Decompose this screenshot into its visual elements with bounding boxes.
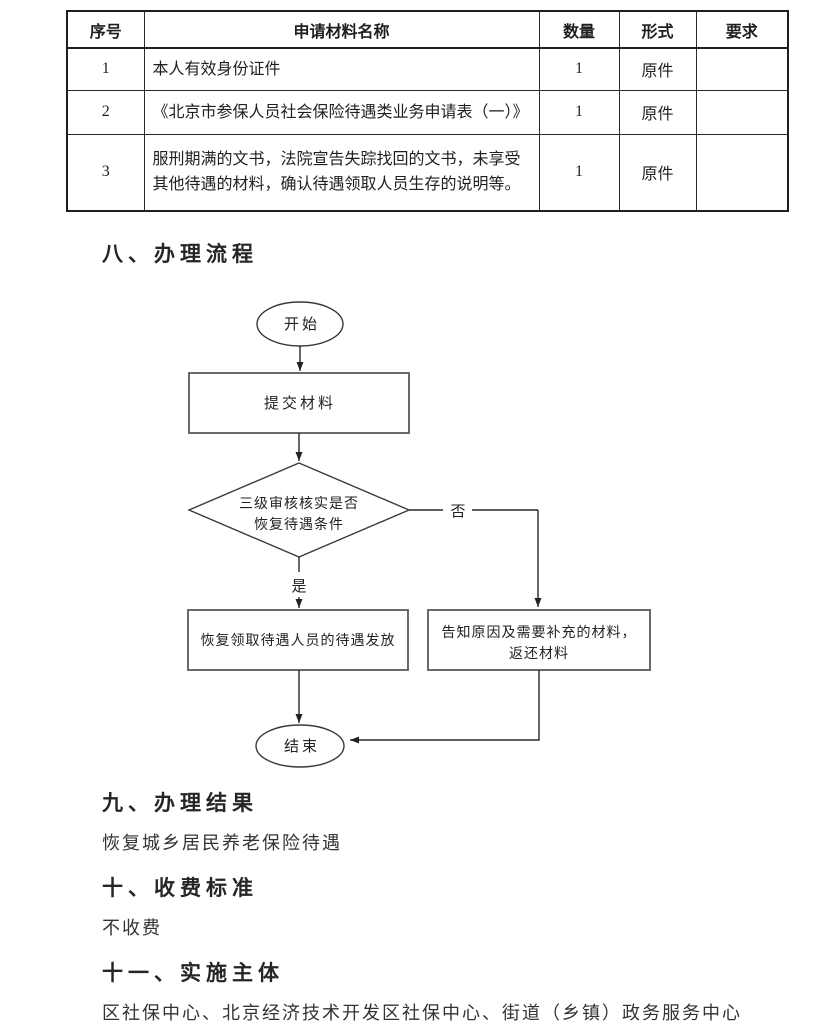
cell-requirement [695,47,789,91]
cell-material-name: 《北京市参保人员社会保险待遇类业务申请表（一）》 [143,89,540,135]
col-header-no: 序号 [66,10,145,49]
arrow-reject-to-end [350,670,540,744]
decision-node-label-line2: 恢复待遇条件 [254,516,344,533]
implementer-body-text: 区社保中心、北京经济技术开发区社保中心、街道（乡镇）政务服务中心 [102,1003,742,1023]
cell-requirement [695,133,789,212]
section-heading-fee: 十、收费标准 [102,877,258,900]
approve-node-label: 恢复领取待遇人员的待遇发放 [201,632,396,649]
approve-node [187,609,409,671]
submit-node-label: 提交材料 [264,394,336,412]
cell-no: 2 [66,89,145,135]
flowchart: 开始 提交材料 三级审核核实是否 恢复待遇条件 否 是 恢复领取待遇人员的待遇发… [187,301,651,768]
cell-quantity: 1 [538,133,620,212]
end-node-label: 结束 [284,738,320,755]
result-body-text: 恢复城乡居民养老保险待遇 [102,833,342,853]
cell-no: 3 [66,133,145,212]
cell-quantity: 1 [538,47,620,91]
table-row: 3 服刑期满的文书，法院宣告失踪找回的文书，未享受其他待遇的材料，确认待遇领取人… [66,133,789,212]
reject-node-label-line1: 告知原因及需要补充的材料， [442,624,637,641]
cell-form: 原件 [618,89,697,135]
table-row: 1 本人有效身份证件 1 原件 [66,47,789,91]
submit-node [188,372,410,434]
cell-form: 原件 [618,133,697,212]
col-header-form: 形式 [618,10,697,49]
section-heading-process-flow: 八、办理流程 [102,243,258,266]
cell-material-name: 本人有效身份证件 [143,47,540,91]
col-header-material-name: 申请材料名称 [143,10,540,49]
end-node [255,724,345,768]
reject-node [427,609,651,671]
cell-no: 1 [66,47,145,91]
fee-body-text: 不收费 [102,918,162,938]
table-row: 2 《北京市参保人员社会保险待遇类业务申请表（一）》 1 原件 [66,89,789,135]
section-heading-implementer: 十一、实施主体 [102,962,284,985]
start-node-label: 开始 [284,316,320,333]
yes-label: 是 [291,579,306,595]
section-heading-result: 九、办理结果 [102,792,258,815]
decision-node-label-line1: 三级审核核实是否 [239,496,359,512]
col-header-quantity: 数量 [538,10,620,49]
reject-node-label-line2: 返还材料 [509,646,569,662]
table-header-row: 序号 申请材料名称 数量 形式 要求 [66,10,789,49]
materials-table-container: 序号 申请材料名称 数量 形式 要求 1 本人有效身份证件 1 原件 2 《北 [66,10,789,212]
materials-table: 序号 申请材料名称 数量 形式 要求 1 本人有效身份证件 1 原件 2 《北 [66,10,789,212]
cell-form: 原件 [618,47,697,91]
col-header-requirement: 要求 [695,10,789,49]
cell-requirement [695,89,789,135]
cell-quantity: 1 [538,89,620,135]
cell-material-name: 服刑期满的文书，法院宣告失踪找回的文书，未享受其他待遇的材料，确认待遇领取人员生… [143,133,540,212]
no-label: 否 [450,504,465,520]
